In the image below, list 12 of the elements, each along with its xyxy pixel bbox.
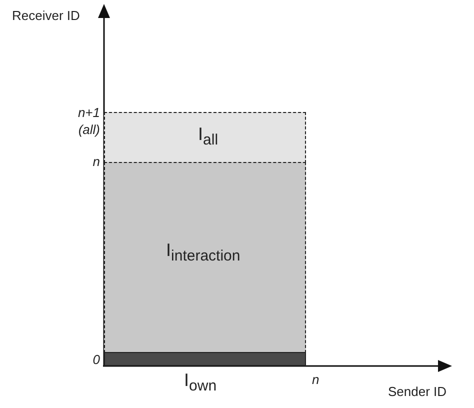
tick-label: n [312,372,320,387]
tick-label: 0 [92,352,100,367]
tick-label: n [92,154,100,169]
region-label: I$_{own}$ [184,370,217,395]
region-label: I$_{all}$ [198,124,218,149]
band [104,112,306,163]
bar [104,352,306,366]
axis-title: Sender ID [388,384,447,399]
axis-title: Receiver ID [12,8,80,23]
band [104,162,306,353]
region-label: I$_{interaction}$ [166,240,240,265]
tick-label: n+1 (all) [76,104,100,138]
